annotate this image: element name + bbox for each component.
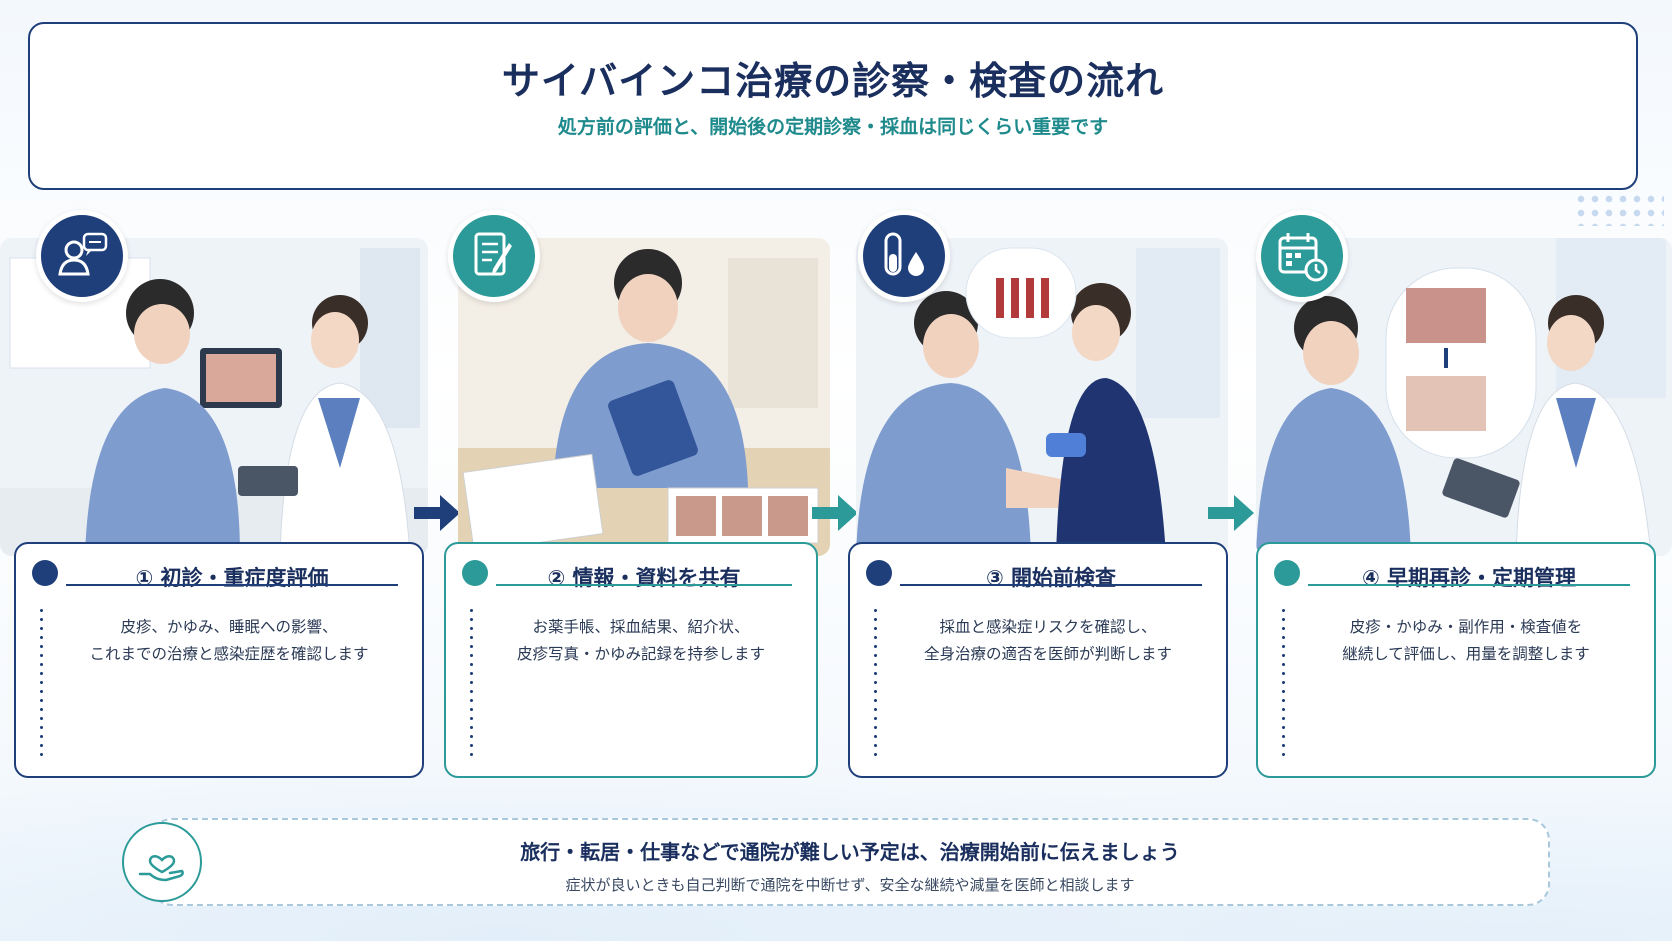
title-underline	[900, 584, 1202, 586]
step-arrow-1	[414, 495, 460, 531]
doctor-consultation-icon	[36, 210, 128, 302]
step-title: ③ 開始前検査	[985, 566, 1117, 590]
title-underline	[1308, 584, 1630, 586]
step-arrow-3	[1208, 495, 1254, 531]
title-underline	[496, 584, 792, 586]
step-marker	[1274, 560, 1300, 586]
notice-title: 旅行・転居・仕事などで通院が難しい予定は、治療開始前に伝えましょう	[520, 840, 1180, 864]
dotted-divider	[874, 606, 877, 756]
step-description: お薬手帳、採血結果、紹介状、 皮疹写真・かゆみ記録を持参します	[516, 618, 765, 663]
notice-panel: 旅行・転居・仕事などで通院が難しい予定は、治療開始前に伝えましょう 症状が良いと…	[150, 818, 1550, 906]
step-description: 皮疹、かゆみ、睡眠への影響、 これまでの治療と感染症歴を確認します	[89, 618, 369, 663]
step-arrow-2	[812, 495, 858, 531]
notice-text: 症状が良いときも自己判断で通院を中断せず、安全な継続や減量を医師と相談します	[565, 876, 1135, 894]
dotted-divider	[40, 606, 43, 756]
title-underline	[66, 584, 398, 586]
step-description: 皮疹・かゆみ・副作用・検査値を 継続して評価し、用量を調整します	[1342, 618, 1590, 663]
step-4-illustration	[1256, 238, 1672, 556]
step-title: ① 初診・重症度評価	[135, 566, 329, 590]
dotted-divider	[1282, 606, 1285, 756]
step-title: ④ 早期再診・定期管理	[1361, 566, 1577, 590]
calendar-clock-icon	[1256, 210, 1348, 302]
step-marker	[462, 560, 488, 586]
dotted-divider	[470, 606, 473, 756]
step-card-4: ④ 早期再診・定期管理 皮疹・かゆみ・副作用・検査値を 継続して評価し、用量を調…	[1256, 542, 1656, 778]
step-card-1: ① 初診・重症度評価 皮疹、かゆみ、睡眠への影響、 これまでの治療と感染症歴を確…	[14, 542, 424, 778]
step-card-2: ② 情報・資料を共有 お薬手帳、採血結果、紹介状、 皮疹写真・かゆみ記録を持参し…	[444, 542, 818, 778]
page-title: サイバインコ治療の診察・検査の流れ	[501, 59, 1165, 103]
heart-hand-icon	[122, 822, 202, 902]
step-card-3: ③ 開始前検査 採血と感染症リスクを確認し、 全身治療の適否を医師が判断します	[848, 542, 1228, 778]
step-description: 採血と感染症リスクを確認し、 全身治療の適否を医師が判断します	[923, 618, 1172, 663]
step-marker	[866, 560, 892, 586]
document-pen-icon	[448, 210, 540, 302]
header-panel: サイバインコ治療の診察・検査の流れ 処方前の評価と、開始後の定期診察・採血は同じ…	[28, 22, 1638, 190]
step-title: ② 情報・資料を共有	[547, 566, 741, 590]
step-marker	[32, 560, 58, 586]
decorative-dots	[1574, 192, 1664, 226]
step-1-illustration	[0, 238, 428, 556]
page-subtitle: 処方前の評価と、開始後の定期診察・採血は同じくらい重要です	[557, 116, 1109, 138]
test-tube-drop-icon	[858, 210, 950, 302]
